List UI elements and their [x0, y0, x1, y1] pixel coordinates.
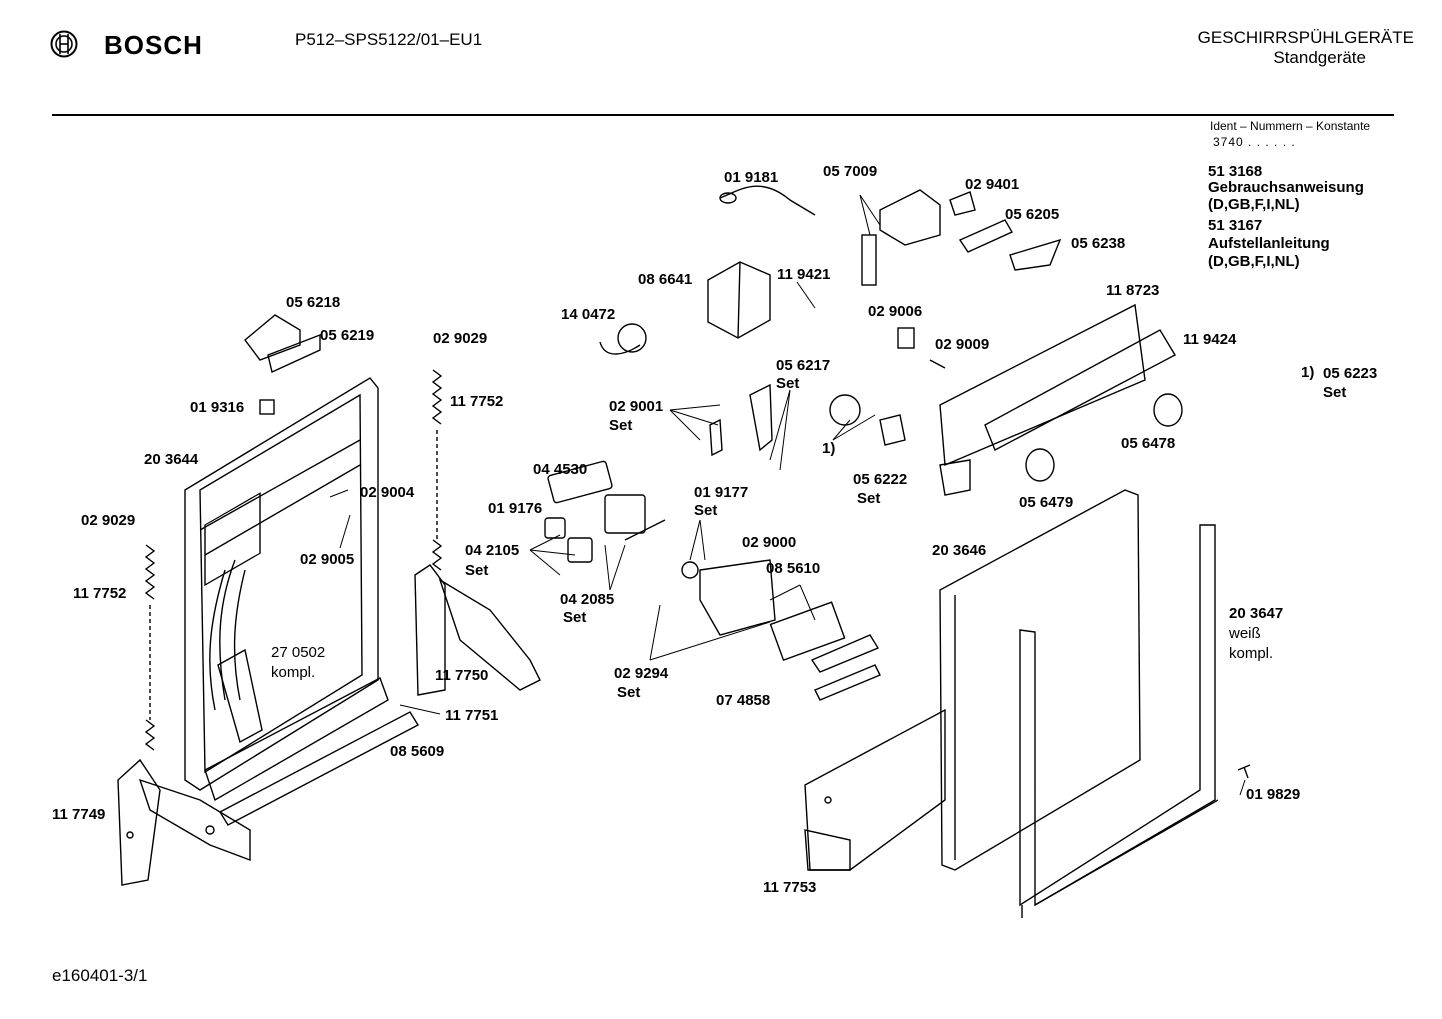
part-label: 04 2085 [560, 591, 615, 608]
part-label: 01 9176 [488, 500, 543, 517]
part-label: 05 6217 [776, 357, 831, 374]
part-label: 07 4858 [716, 692, 771, 709]
part-label: 08 5610 [766, 560, 821, 577]
part-label: 04 2105 [465, 542, 520, 559]
control-panel [939, 303, 1183, 496]
footnote-marker: 1) [822, 440, 836, 457]
part-label: 14 0472 [561, 306, 616, 323]
part-label: 05 7009 [823, 163, 878, 180]
kompl-label: kompl. [271, 664, 316, 681]
part-label: 11 7751 [445, 707, 499, 724]
model-number: P512–SPS5122/01–EU1 [295, 30, 483, 49]
spring-center [431, 369, 443, 571]
wiring-harness [209, 559, 263, 744]
document-number: 51 3168 [1208, 163, 1263, 180]
color-label: weiß [1229, 625, 1261, 642]
center-hinge [414, 564, 541, 696]
document-languages: (D,GB,F,I,NL) [1208, 253, 1300, 270]
brand-name: BOSCH [104, 30, 203, 60]
part-label: 02 9009 [935, 336, 990, 353]
part-label: 01 9316 [190, 399, 245, 416]
part-label: 11 7753 [763, 879, 817, 896]
part-label: 05 6205 [1005, 206, 1060, 223]
part-label: 11 9421 [777, 266, 831, 283]
part-label: 05 6479 [1019, 494, 1074, 511]
small-parts [709, 327, 946, 457]
door-latch [244, 314, 321, 415]
drawing-reference: e160401-3/1 [52, 966, 148, 985]
part-label: 11 7750 [435, 667, 489, 684]
part-label: 05 6222 [853, 471, 908, 488]
door-frame-trim [1019, 524, 1219, 918]
part-label: 11 7752 [450, 393, 504, 410]
dispenser-parts [544, 460, 881, 701]
part-label: 11 8723 [1106, 282, 1160, 299]
category-subtitle: Standgeräte [1273, 48, 1366, 67]
part-label: 02 9029 [433, 330, 488, 347]
document-languages: (D,GB,F,I,NL) [1208, 196, 1300, 213]
set-label: Set [776, 375, 800, 392]
bosch-logo-icon [50, 30, 78, 58]
screw [1237, 764, 1251, 779]
category-title: GESCHIRRSPÜHLGERÄTE [1197, 28, 1414, 47]
set-label: Set [694, 502, 718, 519]
leader-lines [329, 194, 1246, 796]
outer-door-panel [939, 489, 1141, 871]
part-label: 02 9000 [742, 534, 797, 551]
kick-panel [804, 708, 946, 871]
program-timer [599, 261, 771, 355]
part-label: 02 9401 [965, 176, 1020, 193]
part-label: 05 6223 [1323, 365, 1378, 382]
document-title: Gebrauchsanweisung [1208, 179, 1364, 196]
set-label: Set [1323, 384, 1347, 401]
part-label: 02 9001 [609, 398, 664, 415]
part-label: 27 0502 [271, 644, 326, 661]
part-label: 11 9424 [1183, 331, 1237, 348]
ident-value: 3740 . . . . . . [1213, 135, 1296, 149]
part-label: 08 5609 [390, 743, 445, 760]
part-label: 02 9294 [614, 665, 669, 682]
set-label: Set [465, 562, 489, 579]
part-label: 01 9181 [724, 169, 779, 186]
header-divider [52, 114, 1394, 116]
part-label: 02 9006 [868, 303, 923, 320]
part-label: 02 9004 [360, 484, 415, 501]
part-label: 05 6218 [286, 294, 341, 311]
switch-assembly [861, 189, 1062, 286]
part-label: 05 6238 [1071, 235, 1126, 252]
part-label: 05 6478 [1121, 435, 1176, 452]
part-label: 01 9177 [694, 484, 749, 501]
part-label: 02 9005 [300, 551, 355, 568]
part-label: 20 3644 [144, 451, 199, 468]
spring-left [144, 544, 156, 751]
kompl-label: kompl. [1229, 645, 1274, 662]
part-label: 01 9829 [1246, 786, 1301, 803]
set-label: Set [609, 417, 633, 434]
part-label: 20 3646 [932, 542, 987, 559]
part-label: 04 4530 [533, 461, 588, 478]
document-number: 51 3167 [1208, 217, 1263, 234]
document-title: Aufstellanleitung [1208, 235, 1330, 252]
left-hinge [117, 758, 251, 886]
set-label: Set [563, 609, 587, 626]
part-label: 08 6641 [638, 271, 693, 288]
part-label: 11 7752 [73, 585, 127, 602]
part-label: 11 7749 [52, 806, 106, 823]
ident-label: Ident – Nummern – Konstante [1210, 119, 1371, 133]
bottom-trim-strips [204, 677, 419, 826]
part-label: 02 9029 [81, 512, 136, 529]
part-label: 05 6219 [320, 327, 375, 344]
part-label: 20 3647 [1229, 605, 1284, 622]
sensor-cable [719, 185, 816, 216]
footnote-marker: 1) [1301, 364, 1315, 381]
inner-door-frame [184, 377, 379, 791]
set-label: Set [857, 490, 881, 507]
set-label: Set [617, 684, 641, 701]
